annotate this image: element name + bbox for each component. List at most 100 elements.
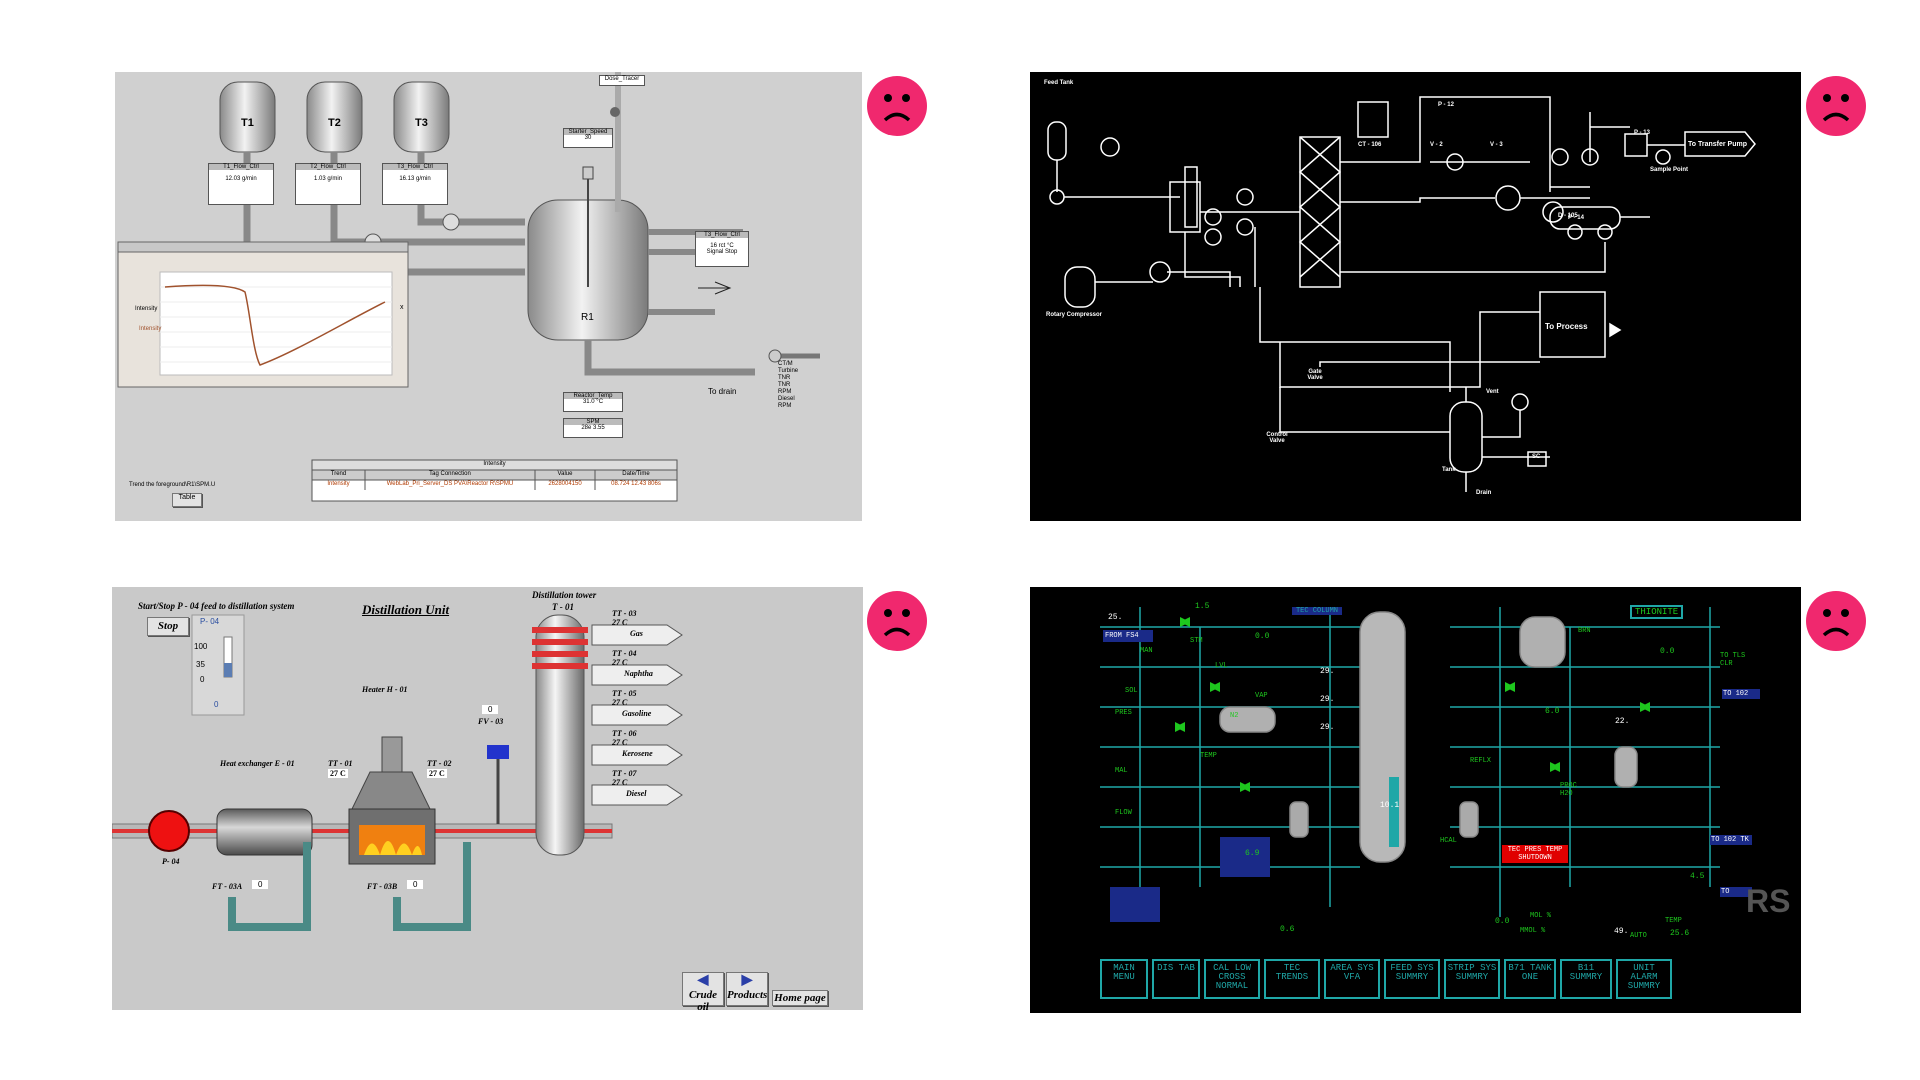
page-title: Distillation Unit	[362, 602, 450, 617]
tower-shape	[535, 614, 585, 856]
legend-list: CT/M Turbine TNR TNR RPM Diesel RPM	[778, 361, 798, 410]
legend-item: Diesel	[778, 396, 795, 402]
reading-value: 0.0	[1495, 917, 1510, 926]
tt01-tag: TT - 01	[328, 759, 353, 768]
reading-value: 1.5	[1195, 602, 1210, 611]
d105-drum	[1549, 206, 1621, 230]
to-transfer-pump-label[interactable]: To Transfer Pump	[1688, 141, 1747, 148]
dose-tracer-label[interactable]: Dose_Tracer	[599, 75, 645, 86]
tag-label: HCAL	[1440, 837, 1457, 845]
product-row[interactable]: TT - 03 27 C Gas	[612, 609, 682, 649]
flow-ctrl-title: T3_Flow_Ctrl	[383, 164, 447, 170]
flow-ctrl-t2[interactable]: T2_Flow_Ctrl 1.03 g/min	[295, 163, 361, 205]
table-row[interactable]: Intensity WebLab_Pri_Server_DS PVA\React…	[312, 481, 677, 491]
to-transfer-pump-arrow	[1684, 131, 1756, 157]
to-102-label[interactable]: TO 102	[1722, 689, 1760, 699]
sad-face-icon	[1806, 591, 1866, 651]
hmi-panel-thionite: THIONITE TEC COLUMN FROM FS4 TEC PRES TE…	[1030, 587, 1801, 1013]
product-temp: 27 C	[612, 738, 628, 747]
pid-diagram	[1047, 96, 1756, 492]
reactor-diagram	[117, 72, 820, 502]
t3-flow-ctrl-box[interactable]: T3_Flow_Ctrl 16 rct °C Signal Stop	[695, 231, 749, 267]
unit-alarm-button[interactable]: UNIT ALARM SUMMRY	[1616, 959, 1672, 999]
main-menu-button[interactable]: MAIN MENU	[1100, 959, 1148, 999]
rotary-compressor-label: Rotary Compressor	[1046, 312, 1103, 318]
reading-value: 22.	[1615, 717, 1630, 726]
drain-label: Drain	[1476, 490, 1492, 496]
reading-value: 0.0	[1660, 647, 1675, 656]
product-name: Naphtha	[624, 669, 653, 678]
product-name: Gasoline	[622, 709, 652, 718]
starter-speed-label: Starter_Speed	[564, 129, 612, 135]
table-cell: 08.724 12.43 806s	[611, 481, 661, 487]
product-row[interactable]: TT - 04 27 C Naphtha	[612, 649, 682, 689]
tag-label: VAP	[1255, 692, 1268, 700]
tag-label: TEMP	[1200, 752, 1217, 760]
to-process-box	[1539, 291, 1606, 358]
stop-button[interactable]: Stop	[147, 617, 189, 636]
pid-labels: Feed Tank CT - 106 P - 12 P - 13 P - 14 …	[1030, 72, 1801, 521]
tag-label: MOL %	[1530, 912, 1552, 920]
legend-item: Turbine	[778, 368, 799, 374]
to-label[interactable]: TO	[1720, 887, 1752, 897]
reading-value: 25.	[1108, 613, 1123, 622]
product-name: Diesel	[626, 789, 647, 798]
pump-label: P- 04	[162, 857, 180, 866]
flow-ctrl-t3[interactable]: T3_Flow_Ctrl 16.13 g/min	[382, 163, 448, 205]
tag-label: SOL	[1125, 687, 1138, 695]
spm-label: SPM	[564, 419, 622, 425]
pump-label-p13: P - 13	[1634, 130, 1650, 136]
product-tag: TT - 07	[612, 769, 637, 778]
starter-speed-box[interactable]: Starter_Speed 30	[563, 128, 613, 148]
tag-label: MAN	[1140, 647, 1153, 655]
product-name: Kerosene	[622, 749, 653, 758]
heat-exchanger-shape	[216, 808, 313, 856]
flow-ctrl-title: T2_Flow_Ctrl	[296, 164, 360, 170]
flow-ctrl-value: 16.13 g/min	[399, 176, 431, 182]
reactor-temp-value: 31.0 °C	[582, 399, 604, 405]
tec-column-label[interactable]: TEC COLUMN	[1292, 607, 1342, 615]
tank-label-t1: T1	[241, 117, 254, 129]
pump-p04-shape	[148, 810, 190, 852]
flow-ctrl-t1[interactable]: T1_Flow_Ctrl 12.03 g/min	[208, 163, 274, 205]
gate-valve-label: Gate Valve	[1307, 369, 1323, 381]
b11-summary-button[interactable]: B11 SUMMRY	[1560, 959, 1612, 999]
gauge-value: 0	[214, 700, 219, 709]
nav-crude-oil-button[interactable]: ◀ Crude oil	[682, 972, 724, 1010]
tank-label-t2: T2	[328, 117, 341, 129]
table-cell: WebLab_Pri_Server_DS PVA\Reactor R\SPMU	[386, 481, 514, 487]
area-sys-button[interactable]: AREA SYS VFA	[1324, 959, 1380, 999]
tank-one-button[interactable]: B71 TANK ONE	[1504, 959, 1556, 999]
tec-trends-button[interactable]: TEC TRENDS	[1264, 959, 1320, 999]
dis-tab-button[interactable]: DIS TAB	[1152, 959, 1200, 999]
reading-value: 29.	[1320, 723, 1335, 732]
spm-box[interactable]: SPM 28e 3.55	[563, 418, 623, 438]
table-header: Tag Connection	[429, 471, 471, 477]
from-fs4-label[interactable]: FROM FS4	[1103, 630, 1153, 642]
table-button[interactable]: Table	[172, 493, 202, 507]
product-row[interactable]: TT - 05 27 C Gasoline	[612, 689, 682, 729]
flow-ctrl-value: 1.03 g/min	[313, 176, 343, 182]
strip-sys-button[interactable]: STRIP SYS SUMMRY	[1444, 959, 1500, 999]
to-102tk-label[interactable]: TO 102 TK	[1710, 835, 1752, 845]
product-tag: TT - 04	[612, 649, 637, 658]
reading-value: 49.	[1614, 927, 1629, 936]
tag-label: AUTO	[1630, 932, 1647, 940]
product-tag: TT - 05	[612, 689, 637, 698]
t3-flow-ctrl-line1: 16 rct °C	[710, 243, 734, 249]
product-row[interactable]: TT - 07 27 C Diesel	[612, 769, 682, 809]
cal-low-button[interactable]: CAL LOW CROSS NORMAL	[1204, 959, 1260, 999]
home-page-button[interactable]: Home page	[772, 990, 828, 1006]
reactor-temp-box[interactable]: Reactor_Temp 31.0 °C	[563, 392, 623, 412]
shutdown-alarm[interactable]: TEC PRES TEMP SHUTDOWN	[1502, 845, 1568, 863]
to-process-label[interactable]: To Process	[1545, 322, 1588, 331]
vent-label: Vent	[1486, 389, 1499, 395]
reading-value: 6.0	[1545, 707, 1560, 716]
valve-label-v3: V - 3	[1490, 142, 1503, 148]
trend-close-icon[interactable]: x	[400, 304, 404, 311]
product-row[interactable]: TT - 06 27 C Kerosene	[612, 729, 682, 769]
product-name: Gas	[630, 629, 643, 638]
nav-products-button[interactable]: ▶ Products	[726, 972, 768, 1006]
feed-sys-button[interactable]: FEED SYS SUMMRY	[1384, 959, 1440, 999]
ft03b-value: 0	[407, 880, 424, 889]
